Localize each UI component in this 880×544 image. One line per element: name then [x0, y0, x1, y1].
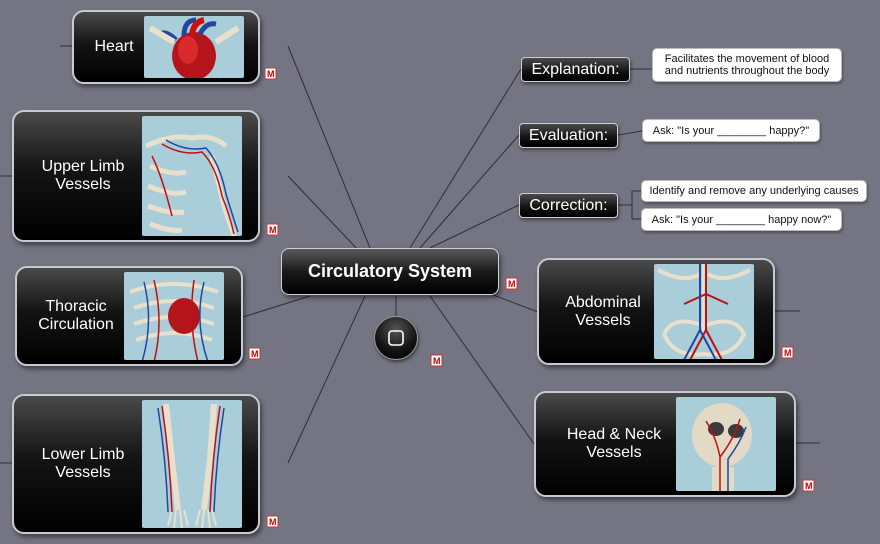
branch-correction[interactable]: Correction:: [519, 193, 618, 218]
svg-text:M: M: [267, 69, 275, 79]
topic-label: Abdominal Vessels: [565, 293, 641, 329]
topic-label: Heart: [94, 38, 134, 55]
note-explanation: Facilitates the movement of blood and nu…: [652, 48, 842, 82]
lower-limb-illustration: [142, 400, 242, 528]
topic-abdominal-vessels[interactable]: Abdominal Vessels: [537, 258, 775, 365]
topic-thoracic-circulation[interactable]: Thoracic Circulation: [15, 266, 243, 366]
branch-explanation[interactable]: Explanation:: [521, 57, 630, 82]
note-correction-2: Ask: "Is your ________ happy now?": [641, 208, 842, 231]
mindmap-attachment-icon[interactable]: M: [264, 66, 278, 80]
mindmap-attachment-icon[interactable]: M: [505, 276, 519, 290]
heart-illustration: [144, 16, 244, 78]
note-evaluation: Ask: "Is your ________ happy?": [642, 119, 820, 142]
mindmap-attachment-icon[interactable]: M: [248, 346, 262, 360]
svg-text:M: M: [269, 225, 277, 235]
svg-text:M: M: [433, 356, 441, 366]
head-neck-illustration: [676, 397, 776, 491]
topic-label: Lower Limb Vessels: [41, 446, 125, 481]
svg-text:M: M: [805, 481, 813, 491]
central-topic[interactable]: Circulatory System: [281, 248, 499, 295]
mindmap-attachment-icon[interactable]: M: [802, 478, 816, 492]
upper-limb-illustration: [142, 116, 242, 236]
mindmap-attachment-icon[interactable]: M: [266, 222, 280, 236]
mindmap-attachment-icon[interactable]: M: [430, 353, 444, 367]
topic-label: Head & Neck Vessels: [566, 426, 662, 461]
branch-evaluation[interactable]: Evaluation:: [519, 123, 618, 148]
stop-square-icon[interactable]: [374, 316, 418, 360]
svg-text:M: M: [508, 279, 516, 289]
topic-heart[interactable]: Heart: [72, 10, 260, 84]
svg-text:M: M: [784, 348, 792, 358]
topic-lower-limb-vessels[interactable]: Lower Limb Vessels: [12, 394, 260, 534]
topic-label: Upper Limb Vessels: [41, 158, 125, 193]
svg-text:M: M: [251, 349, 259, 359]
topic-upper-limb-vessels[interactable]: Upper Limb Vessels: [12, 110, 260, 242]
topic-head-neck-vessels[interactable]: Head & Neck Vessels: [534, 391, 796, 497]
svg-text:M: M: [269, 517, 277, 527]
mindmap-attachment-icon[interactable]: M: [266, 514, 280, 528]
note-correction-1: Identify and remove any underlying cause…: [641, 180, 867, 202]
abdominal-illustration: [654, 264, 754, 359]
mindmap-attachment-icon[interactable]: M: [781, 345, 795, 359]
topic-label: Thoracic Circulation: [38, 298, 114, 333]
thoracic-illustration: [124, 272, 224, 360]
